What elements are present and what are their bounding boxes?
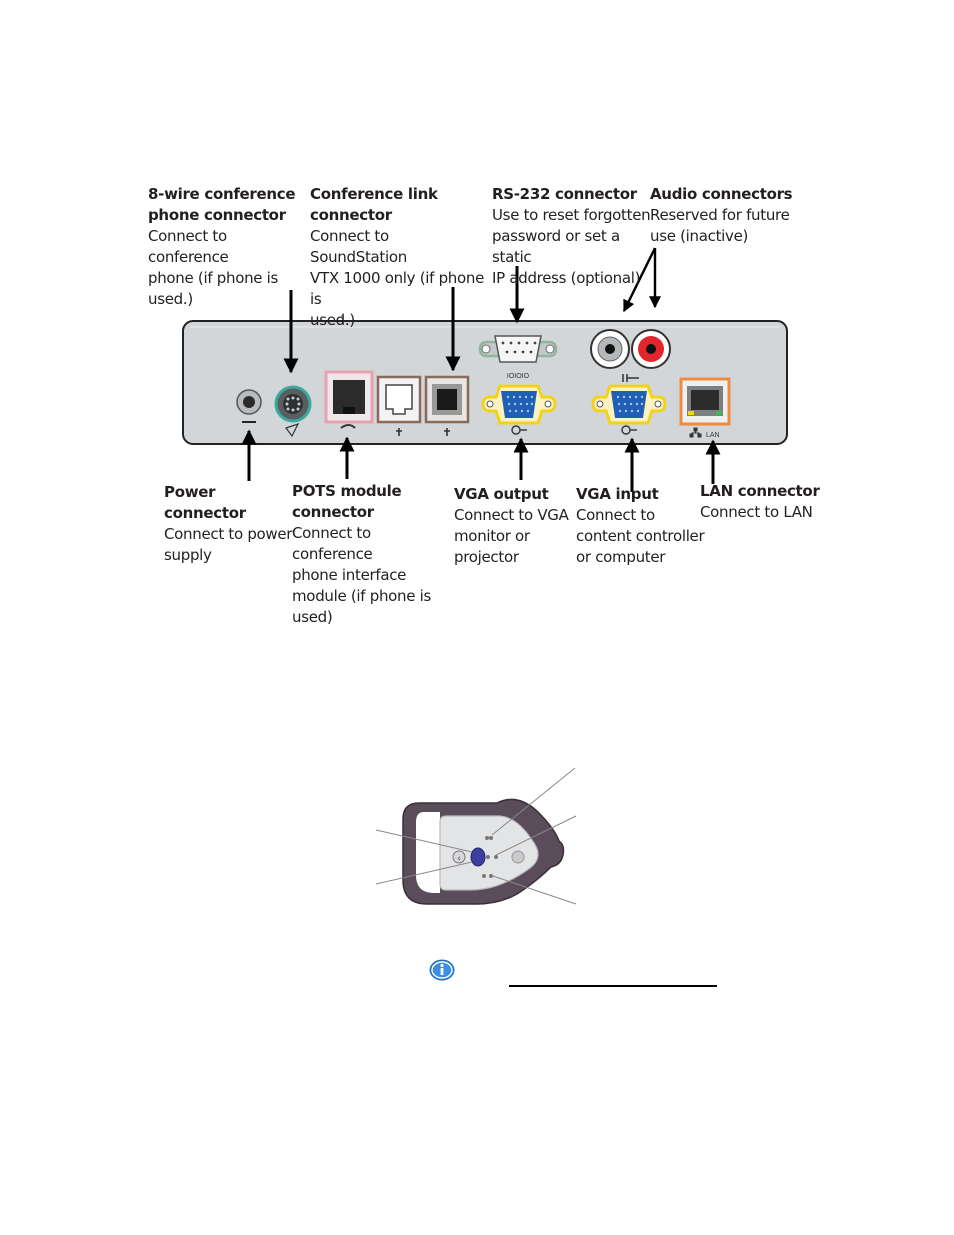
callout-desc: Connect to conference phone (if phone is… <box>148 227 279 308</box>
callout-desc: Connect to content controller or compute… <box>576 506 705 566</box>
callout-title: POTS module connector <box>292 482 402 521</box>
serial-marking: IOIOIO <box>507 373 530 380</box>
audio-symbol-icon <box>622 374 639 382</box>
callout-title: Power connector <box>164 483 246 522</box>
lan-marking: LAN <box>706 432 720 439</box>
callout-title: VGA output <box>454 485 549 503</box>
callout-vga-output: VGA output Connect to VGA monitor or pro… <box>454 484 574 568</box>
vga-output-connector <box>481 384 557 435</box>
callout-title: Audio connectors <box>650 185 793 203</box>
callout-lan: LAN connector Connect to LAN <box>700 481 840 523</box>
eight-wire-connector <box>274 385 312 438</box>
callout-desc: Reserved for future use (inactive) <box>650 206 790 245</box>
network-icon <box>689 427 702 438</box>
callout-title: 8-wire conference phone connector <box>148 185 296 224</box>
video-out-icon <box>511 425 527 435</box>
callout-desc: Connect to LAN <box>700 503 813 521</box>
hyperlink-underline[interactable] <box>509 985 717 987</box>
callout-desc: Connect to VGA monitor or projector <box>454 506 569 566</box>
device-illustration: ‹ <box>375 767 577 905</box>
conference-link-connector-b <box>424 375 470 436</box>
callout-audio: Audio connectors Reserved for future use… <box>650 184 800 247</box>
handset-icon <box>340 424 356 429</box>
arrow-icon <box>622 247 657 313</box>
callout-title: VGA input <box>576 485 659 503</box>
callout-desc: Connect to SoundStation VTX 1000 only (i… <box>310 227 485 329</box>
info-icon[interactable] <box>429 959 455 981</box>
callout-desc: Connect to conference phone interface mo… <box>292 524 432 626</box>
bluetooth-icon: ‹ <box>457 854 461 864</box>
callout-vga-input: VGA input Connect to content controller … <box>576 484 706 568</box>
audio-connector-red <box>631 329 671 369</box>
audio-connector-white <box>590 329 630 369</box>
conference-link-connector-a <box>376 375 422 436</box>
callout-conference-link: Conference link connector Connect to Sou… <box>310 184 490 331</box>
callout-title: RS-232 connector <box>492 185 637 203</box>
callout-desc: Connect to power supply <box>164 525 293 564</box>
callout-title: Conference link connector <box>310 185 438 224</box>
callout-desc: Use to reset forgotten password or set a… <box>492 206 651 287</box>
callout-pots: POTS module connector Connect to confere… <box>292 481 452 628</box>
callout-power: Power connector Connect to power supply <box>164 482 294 566</box>
pots-connector <box>324 370 374 429</box>
vga-input-connector <box>591 384 667 435</box>
video-in-icon <box>621 425 637 435</box>
rs232-connector: IOIOIO <box>478 335 558 380</box>
phone-symbol-icon <box>285 422 300 438</box>
callout-rs232: RS-232 connector Use to reset forgotten … <box>492 184 652 289</box>
lan-connector: LAN <box>679 377 731 439</box>
callout-title: LAN connector <box>700 482 820 500</box>
power-jack <box>236 389 262 423</box>
callout-eight-wire: 8-wire conference phone connector Connec… <box>148 184 308 310</box>
